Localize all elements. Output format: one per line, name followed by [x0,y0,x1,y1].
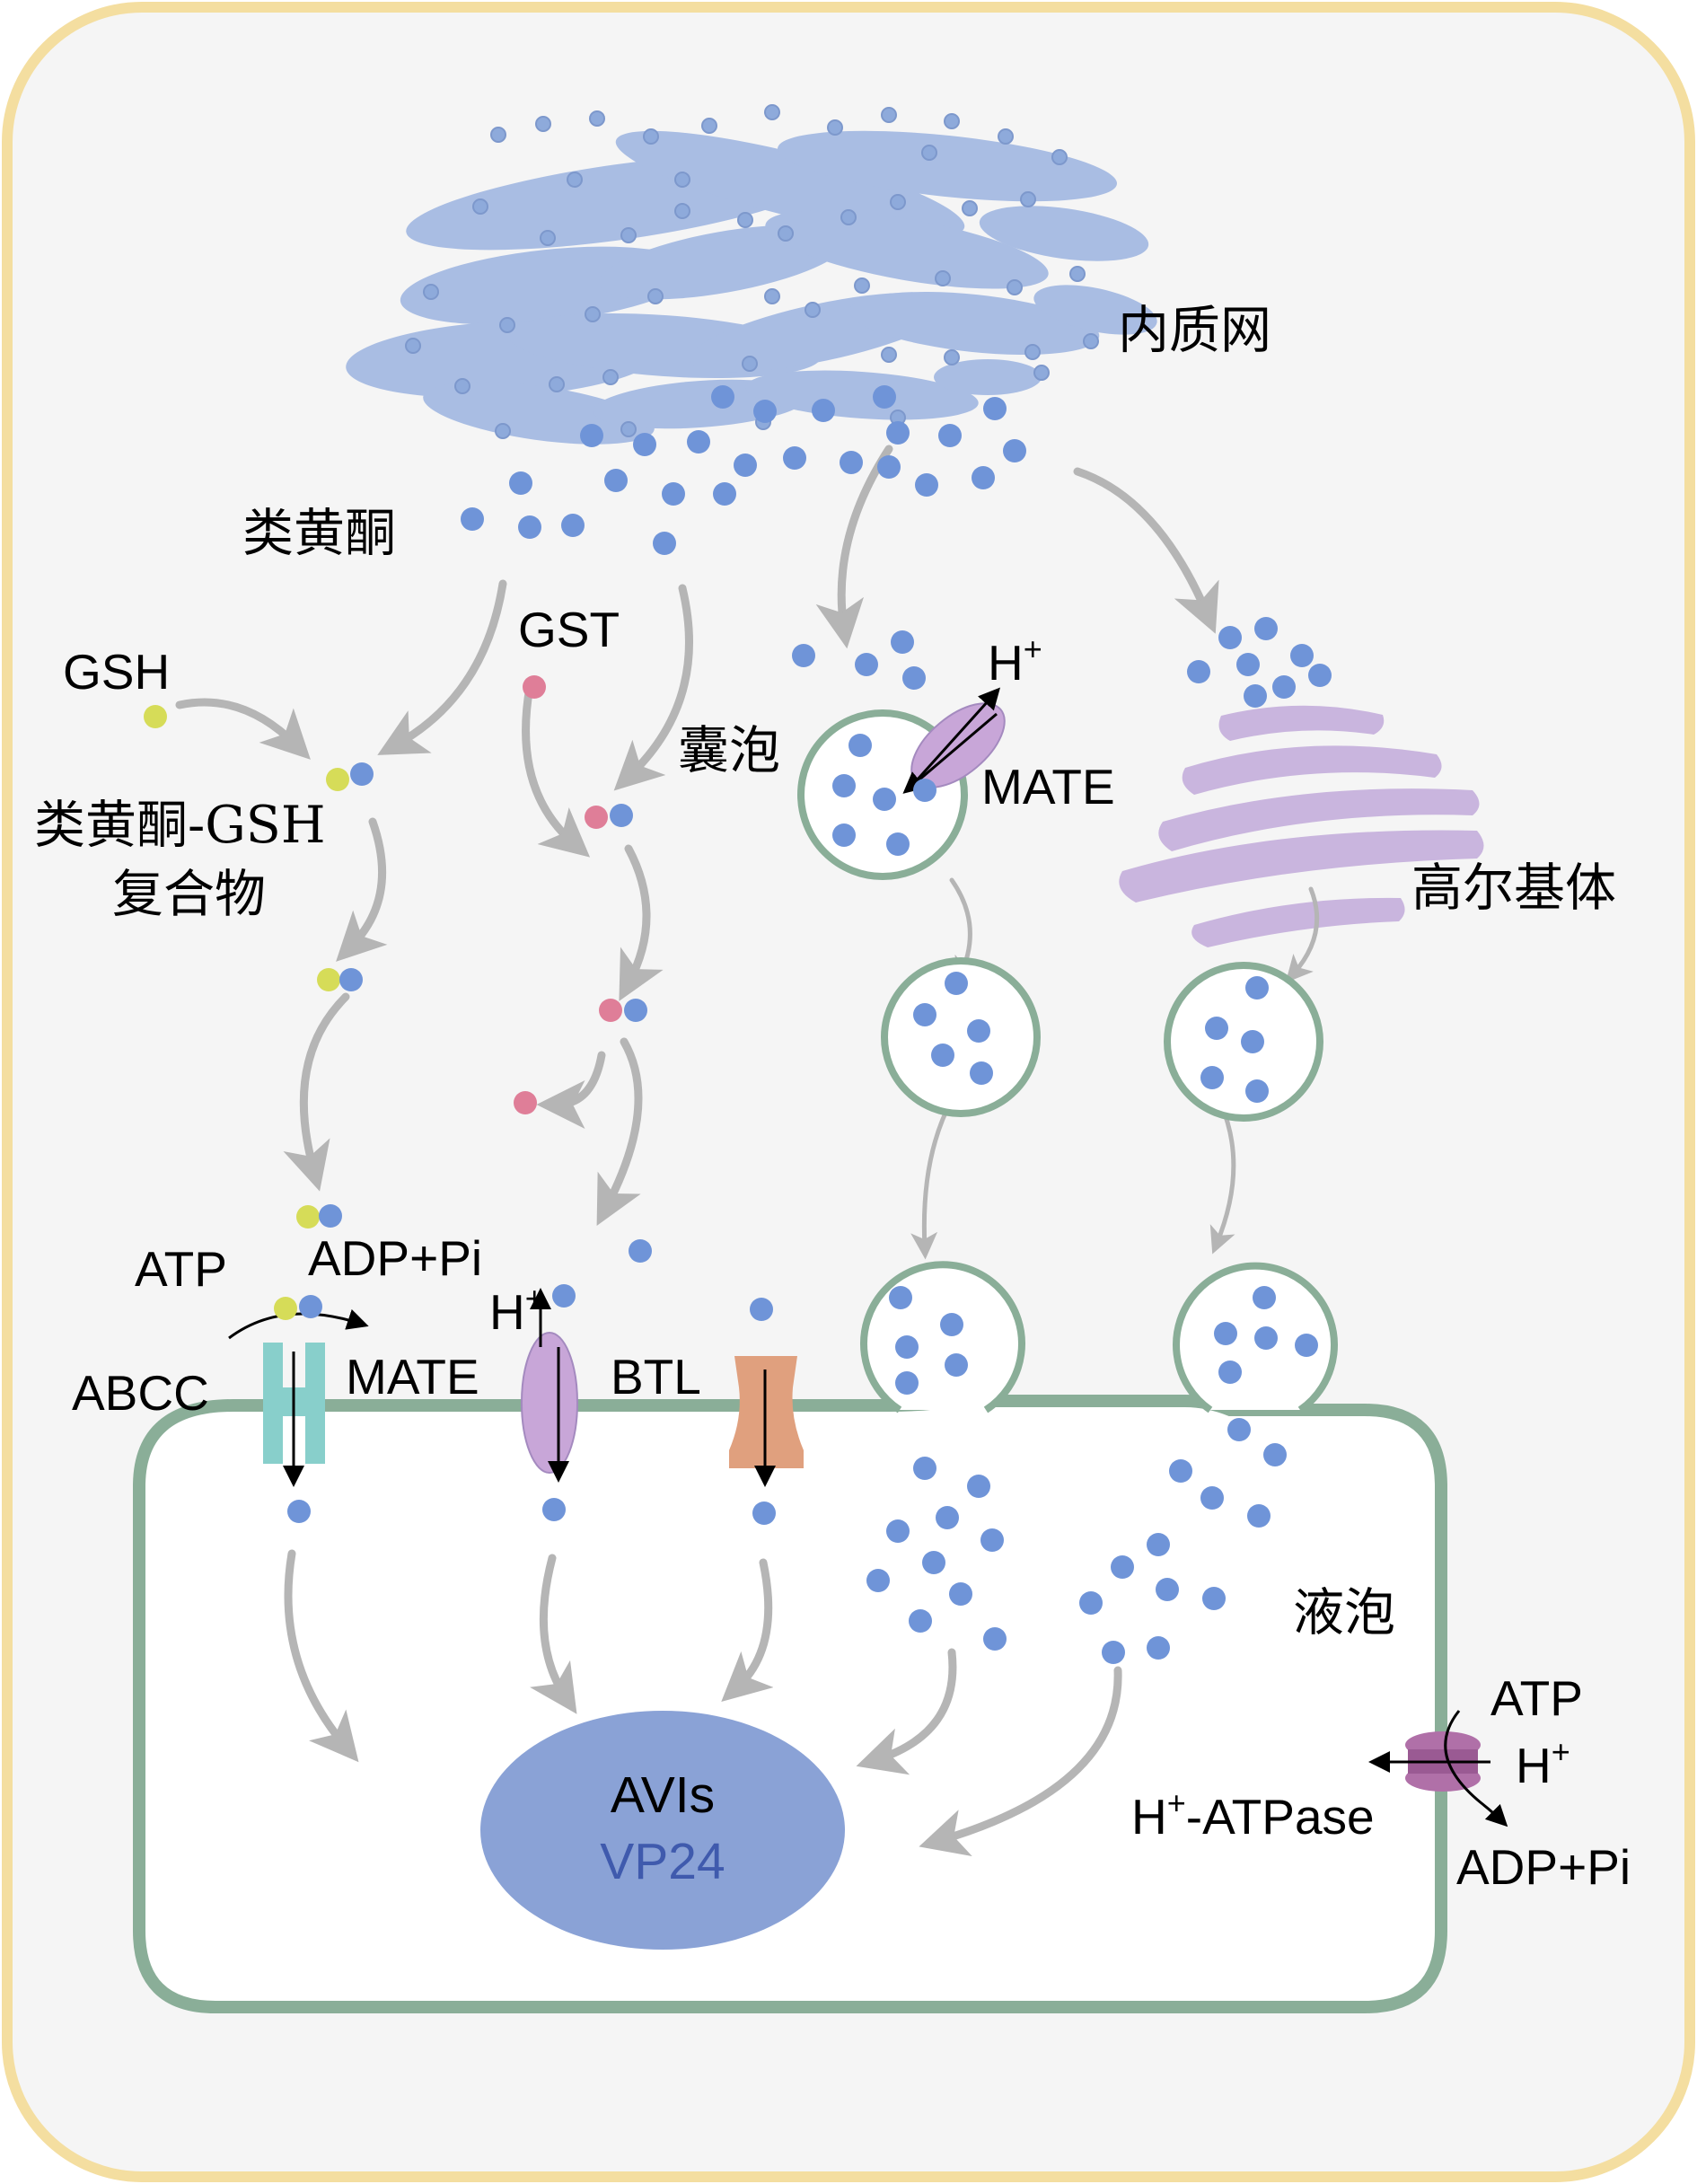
label-mate-tonoplast: MATE [346,1349,479,1405]
label-adp-pi-right: ADP+Pi [1456,1839,1631,1895]
label-gsh: GSH [63,644,170,700]
label-golgi: 高尔基体 [1411,859,1616,918]
diagram-labels: 内质网 类黄酮 GSH GST 囊泡 H+ MATE 类黄酮-GSH 复合物 高… [34,301,1631,1895]
avi-body [480,1711,845,1950]
pathway-arrows [175,445,1219,1857]
label-btl: BTL [611,1349,701,1405]
endoplasmic-reticulum [346,130,1157,445]
er-ribosomes [405,104,1099,439]
label-h-vesicle: H+ [988,630,1042,691]
label-vp24: VP24 [600,1833,725,1890]
flavonoid-dots [287,385,1332,1664]
label-mate-vesicle: MATE [981,759,1115,815]
label-atp-right: ATP [1490,1670,1583,1726]
gst-dots [514,675,622,1114]
label-complex-1: 类黄酮-GSH [34,796,326,855]
label-abcc: ABCC [72,1365,209,1421]
label-avis: AVIs [611,1766,715,1824]
golgi-apparatus [1119,705,1484,947]
label-atp-left: ATP [135,1241,227,1297]
label-h-right: H+ [1516,1733,1570,1793]
label-h-atpase: H+-ATPase [1131,1784,1375,1845]
label-er: 内质网 [1118,301,1271,360]
label-vesicle: 囊泡 [678,721,780,780]
label-flavonoid: 类黄酮 [242,504,396,563]
label-vacuole: 液泡 [1293,1583,1395,1642]
gsh-dots [144,705,349,1320]
mate-transporter-tonoplast [521,1332,578,1474]
vacuole-membrane [133,1395,1447,2013]
label-gst: GST [518,602,620,657]
label-adp-pi-left: ADP+Pi [308,1230,482,1286]
label-complex-2: 复合物 [112,865,266,924]
label-h-mate: H+ [489,1280,544,1340]
